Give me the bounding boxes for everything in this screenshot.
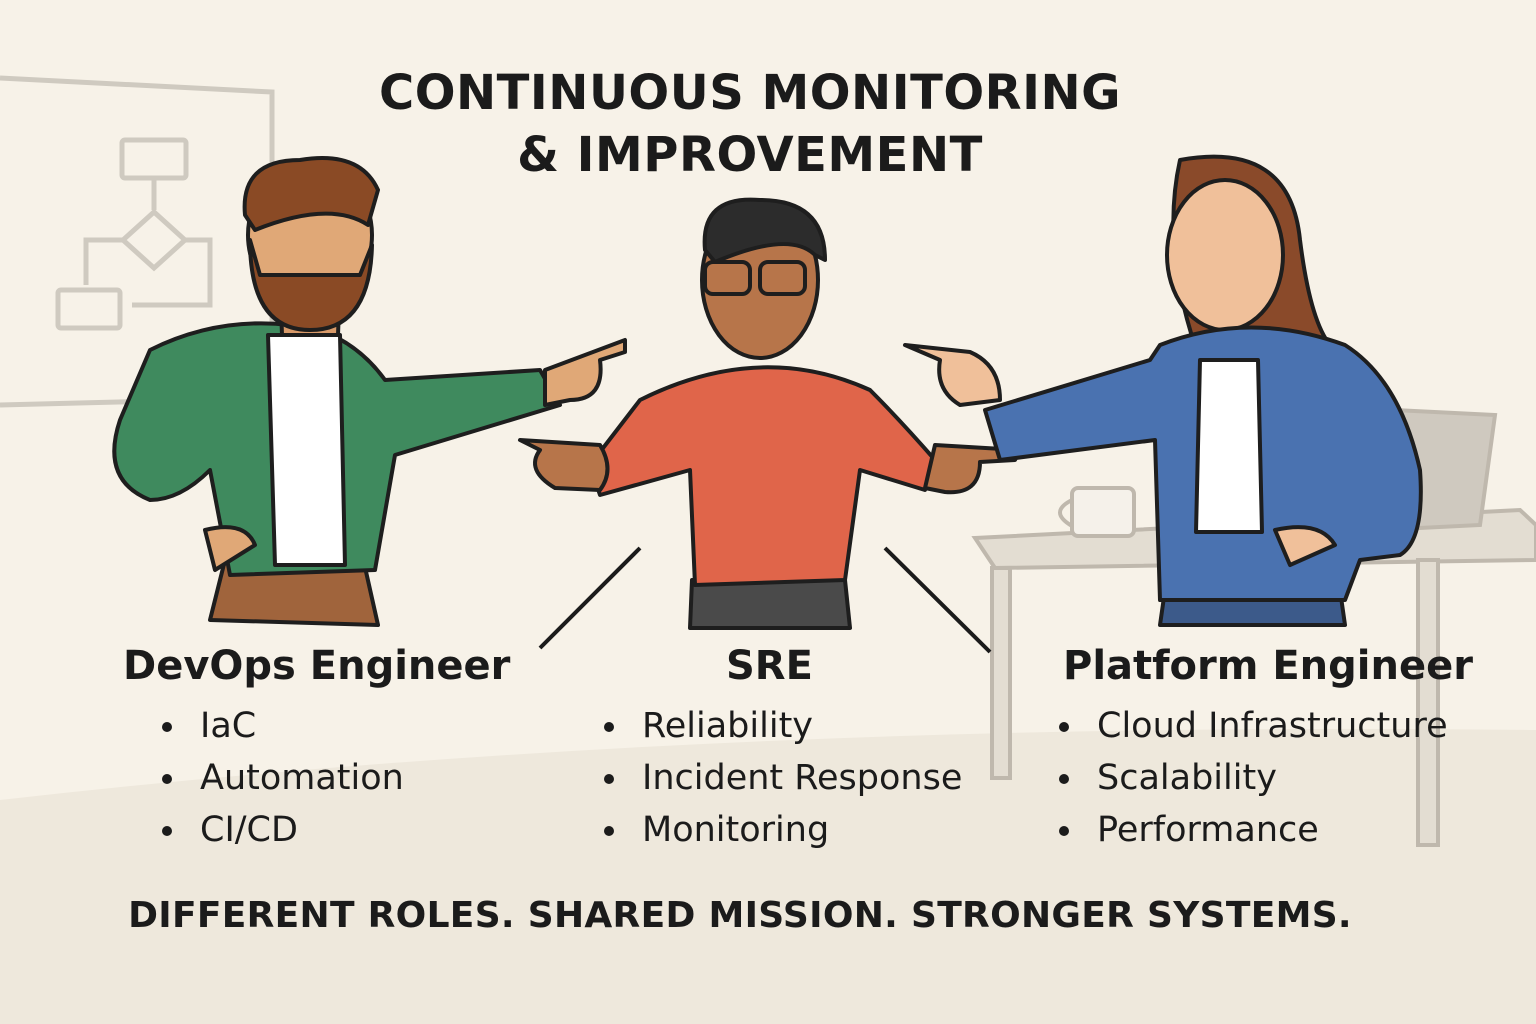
devops-role-list: IaC Automation CI/CD xyxy=(158,700,404,856)
list-item: Incident Response xyxy=(600,752,962,804)
sre-figure xyxy=(518,197,1022,630)
platform-role-title: Platform Engineer xyxy=(1063,643,1473,689)
connector-lines xyxy=(538,546,992,654)
devops-role-title: DevOps Engineer xyxy=(123,643,511,689)
page-title-line-1: CONTINUOUS MONITORING xyxy=(378,65,1122,121)
list-item: Automation xyxy=(158,752,404,804)
devops-engineer-figure xyxy=(112,156,627,627)
page-title-line-2: & IMPROVEMENT xyxy=(517,127,983,183)
list-item: CI/CD xyxy=(158,804,404,856)
platform-role-list: Cloud Infrastructure Scalability Perform… xyxy=(1055,700,1448,856)
floor xyxy=(0,728,1536,1024)
list-item: IaC xyxy=(158,700,404,752)
platform-engineer-figure xyxy=(903,154,1423,627)
page-title: CONTINUOUS MONITORING & IMPROVEMENT xyxy=(300,62,1200,186)
list-item: Reliability xyxy=(600,700,962,752)
sre-role-list: Reliability Incident Response Monitoring xyxy=(600,700,962,856)
list-item: Cloud Infrastructure xyxy=(1055,700,1448,752)
list-item: Monitoring xyxy=(600,804,962,856)
list-item: Scalability xyxy=(1055,752,1448,804)
list-item: Performance xyxy=(1055,804,1448,856)
sre-role-title: SRE xyxy=(726,643,813,689)
tagline: DIFFERENT ROLES. SHARED MISSION. STRONGE… xyxy=(128,895,1352,936)
